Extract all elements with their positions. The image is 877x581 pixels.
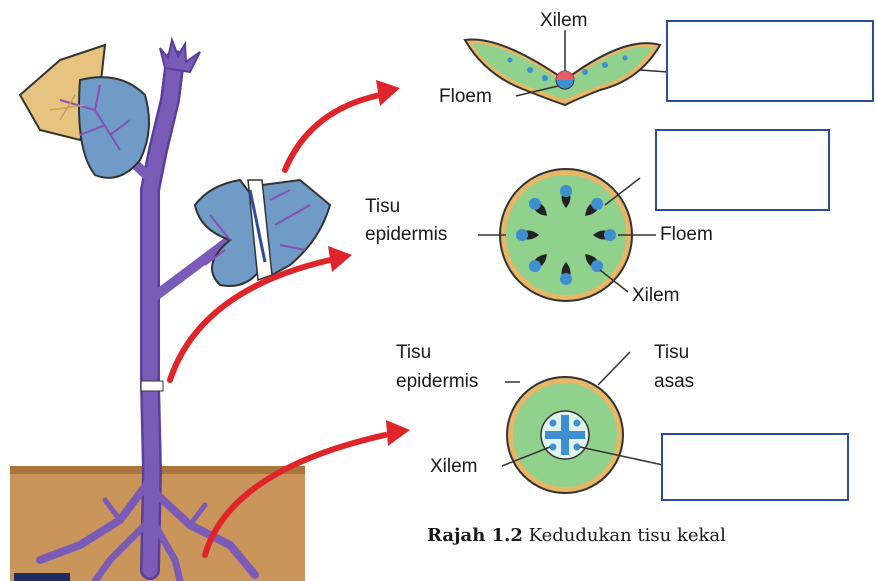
- answer-box-leaf[interactable]: [666, 20, 874, 102]
- stem-epidermis-label-line1: Tisu: [365, 196, 400, 217]
- answer-box-root[interactable]: [661, 433, 849, 501]
- stem-cross-section: [478, 169, 656, 301]
- root-asas-label-line2: asas: [654, 371, 694, 392]
- cut-leaf: [195, 180, 330, 286]
- stem-xilem-label: Xilem: [632, 285, 680, 306]
- answer-box-stem[interactable]: [655, 129, 830, 211]
- root-xilem-label: Xilem: [430, 456, 478, 477]
- leaf-xilem-label: Xilem: [540, 10, 588, 31]
- figure-caption: Rajah 1.2 Kedudukan tisu kekal: [427, 525, 726, 546]
- root-epidermis-label-line1: Tisu: [396, 342, 431, 363]
- stem-floem-label: Floem: [660, 224, 713, 245]
- figure-number: Rajah 1.2: [427, 525, 523, 546]
- root-epidermis-label-line2: epidermis: [396, 371, 478, 392]
- stem-epidermis-label-line2: epidermis: [365, 224, 447, 245]
- leaf-cross-section: [465, 30, 668, 105]
- leaf-floem-label: Floem: [439, 86, 492, 107]
- root-xylem: [545, 415, 585, 455]
- root-cross-section: [502, 352, 663, 493]
- root-asas-label-line1: Tisu: [654, 342, 689, 363]
- upper-left-leaf: [20, 45, 149, 178]
- figure-title: Kedudukan tisu kekal: [529, 525, 726, 546]
